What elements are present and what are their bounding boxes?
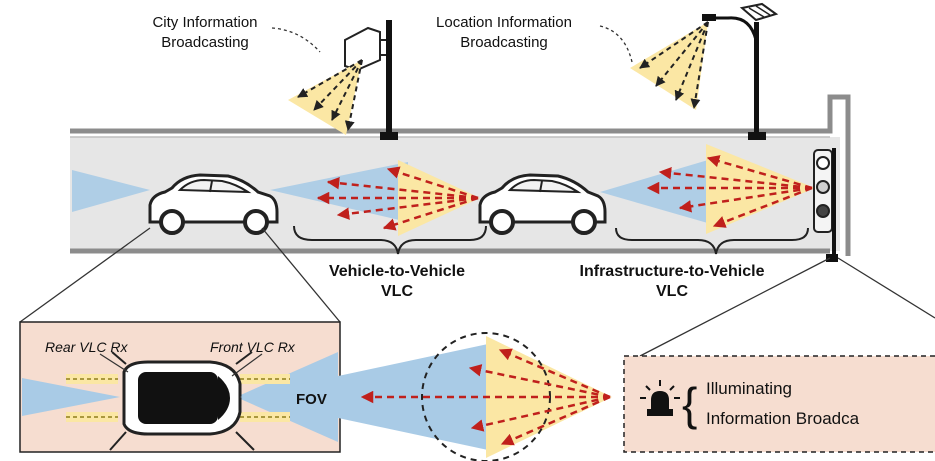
info-broadcast-label: Information Broadca: [706, 409, 860, 428]
traffic-light-icon: [813, 148, 838, 262]
car-middle: [478, 173, 607, 235]
street-light-pole: [702, 2, 779, 140]
rear-rx-label: Rear VLC Rx: [45, 339, 128, 355]
illuminating-label: Illuminating: [706, 379, 792, 398]
v2v-label-line1: Vehicle-to-Vehicle: [329, 263, 465, 280]
v2v-label-line2: VLC: [381, 283, 413, 300]
location-info-beam: [630, 21, 709, 110]
illumination-panel: {: [623, 355, 935, 453]
fov-link: [240, 332, 612, 461]
v2v-arrows: [316, 166, 479, 231]
i2v-label-line1: Infrastructure-to-Vehicle: [580, 263, 765, 280]
city-info-label-line1: City Information: [152, 14, 257, 31]
i2v-label-line2: VLC: [656, 283, 688, 300]
road-fov-beams: [72, 155, 725, 228]
i2v-arrows: [646, 155, 813, 228]
zoom-lines: [19, 227, 935, 357]
braces: [293, 225, 809, 255]
city-info-beam: [288, 59, 363, 135]
label-leaders: [271, 25, 633, 63]
location-info-label-line2: Broadcasting: [460, 34, 548, 51]
fov-label: FOV: [296, 391, 327, 408]
location-info-label-line1: Location Information: [436, 14, 572, 31]
front-rx-label: Front VLC Rx: [210, 339, 296, 355]
billboard-pole: [344, 20, 398, 140]
brace-symbol: {: [682, 378, 697, 430]
city-info-label-line2: Broadcasting: [161, 34, 249, 51]
car-left: [148, 173, 279, 235]
lamp-icon: [640, 380, 680, 416]
